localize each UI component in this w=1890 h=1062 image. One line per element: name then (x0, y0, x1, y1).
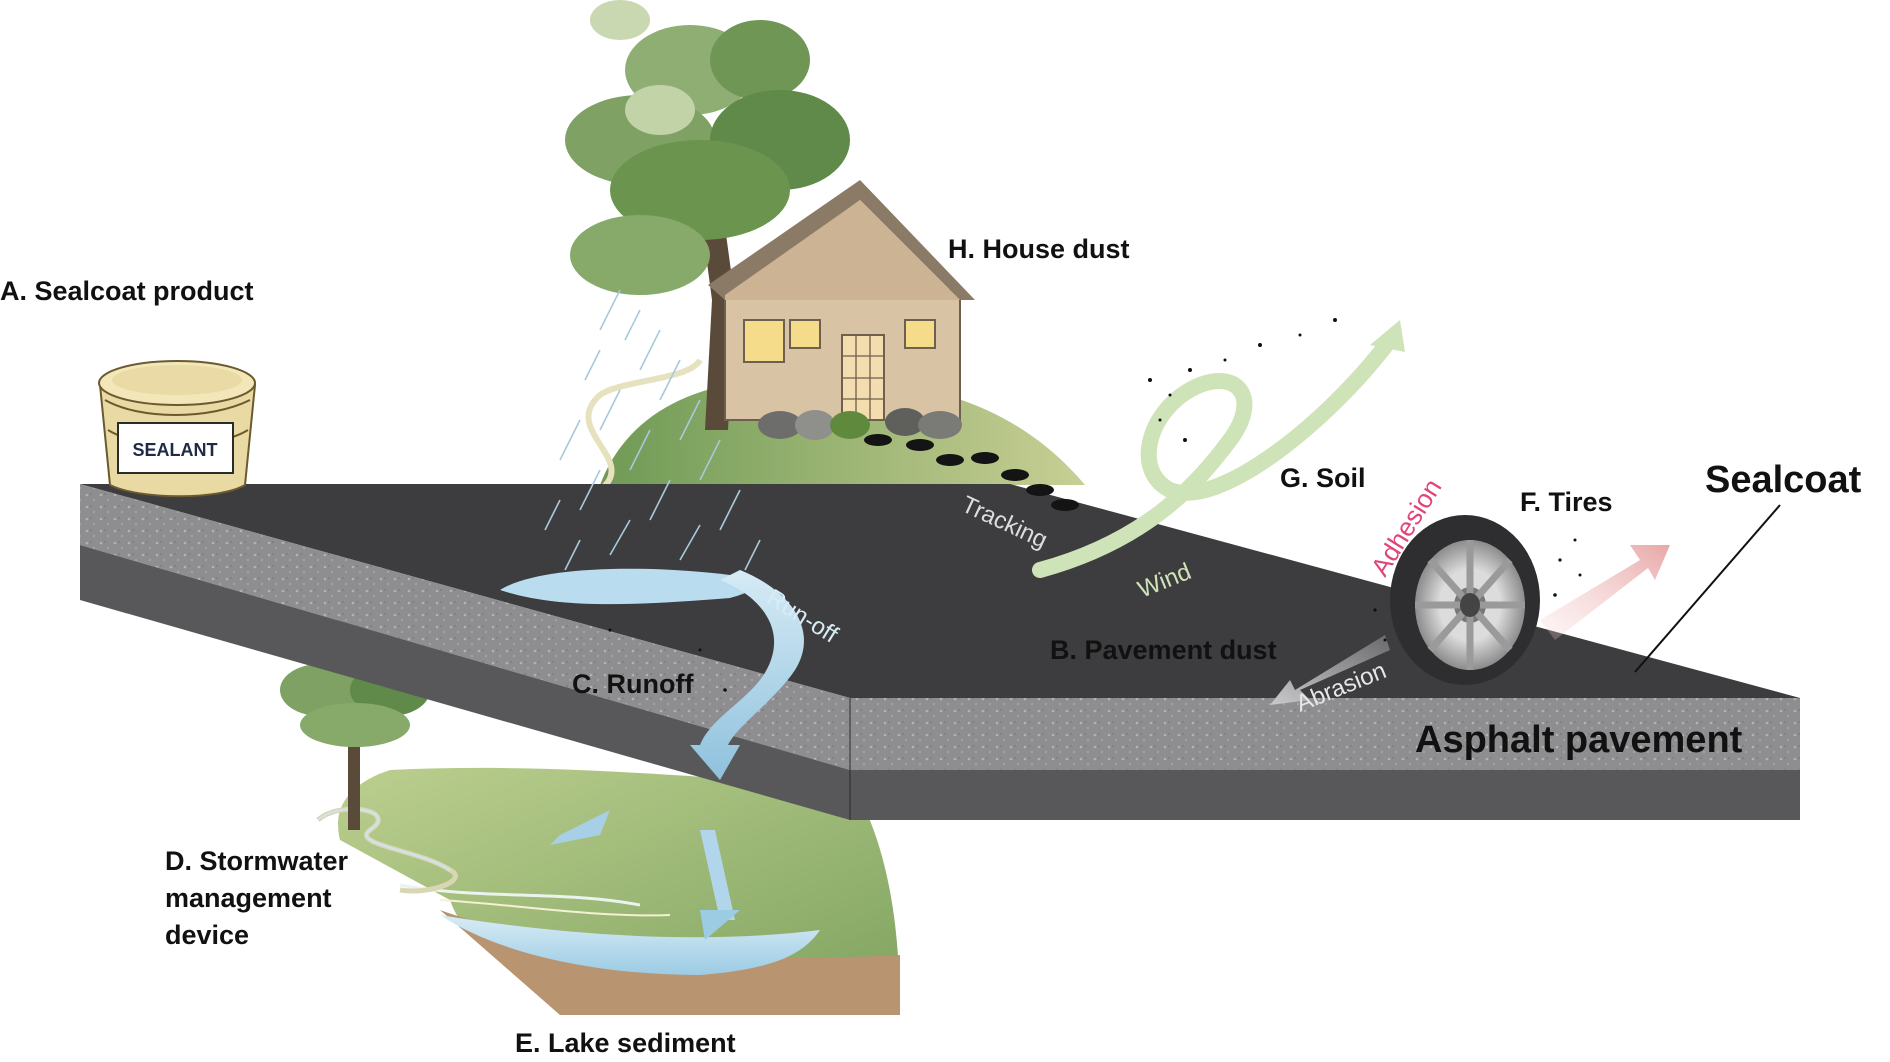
tire-icon (1390, 515, 1540, 685)
label-soil: G. Soil (1280, 463, 1366, 493)
bucket-label: SEALANT (133, 440, 218, 460)
footprint-icon (864, 434, 1079, 511)
wind-swirl (1032, 320, 1405, 578)
label-sealcoat-product: A. Sealcoat product (0, 276, 254, 306)
runoff-flow (500, 568, 804, 940)
sealcoat-pointer (1634, 504, 1781, 673)
abrasion-arrow (1270, 635, 1390, 705)
label-runoff: C. Runoff (572, 669, 694, 699)
asphalt-layer (80, 484, 850, 770)
pavement-slab (80, 484, 1800, 820)
lake-area (316, 767, 901, 1015)
sealant-bucket-icon: SEALANT (98, 360, 257, 498)
label-stormwater-device: D. Stormwater management device (165, 846, 356, 950)
label-stormwater-line-2: management (165, 883, 332, 913)
label-house-dust: H. House dust (948, 234, 1130, 264)
label-lake-sediment: E. Lake sediment (515, 1028, 736, 1058)
house-icon (708, 180, 975, 440)
label-stormwater-line-1: D. Stormwater (165, 846, 349, 876)
particles (608, 318, 1582, 692)
label-asphalt-pavement: Asphalt pavement (1415, 719, 1743, 761)
rain-icon (544, 289, 761, 571)
adhesion-arrow (1540, 545, 1670, 640)
label-sealcoat-layer: Sealcoat (1705, 459, 1862, 501)
label-stormwater-line-3: device (165, 920, 249, 950)
tree-icon (565, 0, 850, 430)
label-tires: F. Tires (1520, 487, 1613, 517)
label-pavement-dust: B. Pavement dust (1050, 635, 1277, 665)
